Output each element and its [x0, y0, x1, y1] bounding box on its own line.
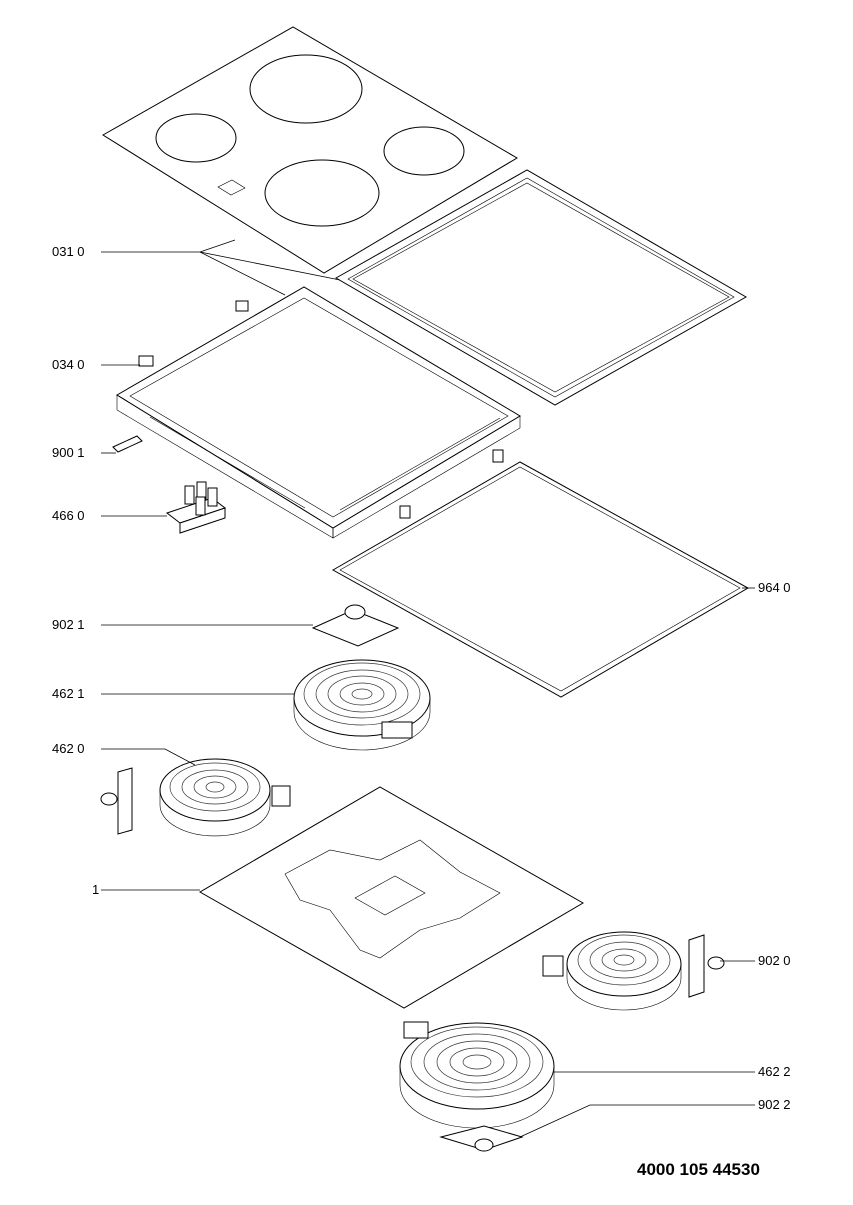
callout-462-0: 462 0: [52, 741, 85, 756]
heating-element-small-right: [542, 931, 682, 1011]
side-bracket-left: [100, 767, 133, 835]
callout-462-1: 462 1: [52, 686, 85, 701]
outer-frame: [334, 169, 748, 406]
cable-connector: [112, 435, 143, 453]
heating-element-462-2: [399, 1021, 555, 1129]
callout-466-0: 466 0: [52, 508, 85, 523]
gasket-seal: [331, 461, 750, 698]
base-plate: [198, 786, 584, 1009]
callout-034-0: 034 0: [52, 357, 85, 372]
bracket-902-1: [311, 604, 400, 647]
bracket-902-2: [439, 1125, 524, 1152]
document-number: 4000 105 44530: [637, 1160, 760, 1179]
heating-element-462-1: [293, 659, 431, 751]
glass-top-plate: [102, 26, 518, 274]
callout-462-2: 462 2: [758, 1064, 791, 1079]
side-bracket-right: [688, 934, 725, 998]
heating-element-462-0: [159, 758, 291, 837]
callout-1: 1: [92, 882, 100, 897]
terminal-block: [165, 481, 227, 534]
leader-lines: [101, 239, 755, 1138]
callout-902-1: 902 1: [52, 617, 85, 632]
callout-902-0: 902 0: [758, 953, 791, 968]
callout-031-0: 031 0: [52, 244, 85, 259]
callout-900-1: 900 1: [52, 445, 85, 460]
callout-902-2: 902 2: [758, 1097, 791, 1112]
inner-chassis-frame: [116, 286, 521, 539]
clip-part: [138, 300, 504, 519]
callout-964-0: 964 0: [758, 580, 791, 595]
